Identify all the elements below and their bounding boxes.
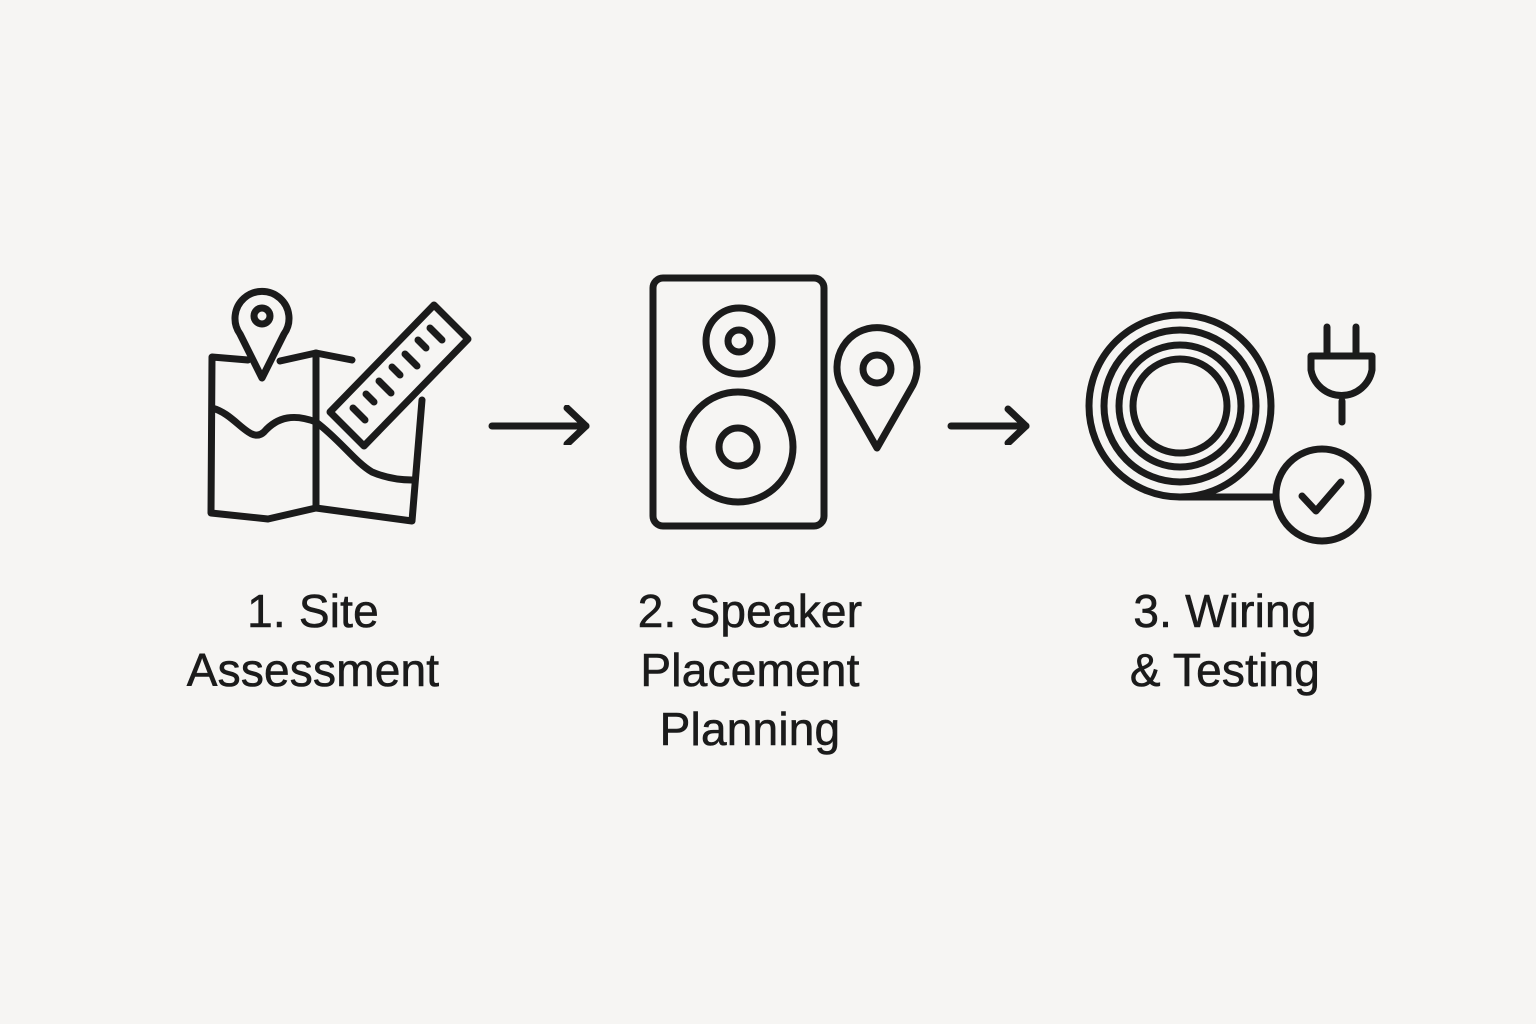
step-2-label-line: Placement (640, 644, 860, 697)
arrow-right-icon (485, 404, 595, 448)
step-3-label-line: & Testing (1129, 644, 1321, 697)
arrow-right-icon (945, 405, 1035, 447)
cable-plug-check-icon (1080, 311, 1380, 550)
step-3-label: 3. Wiring & Testing (1080, 582, 1370, 700)
step-1-label: 1. Site Assessment (150, 582, 476, 700)
step-2-label-line: 2. Speaker (637, 585, 863, 638)
speaker-pin-icon (645, 270, 925, 535)
step-1-label-line: Assessment (186, 644, 440, 697)
step-2-label-line: Planning (659, 703, 841, 756)
step-1-label-line: 1. Site (247, 585, 379, 638)
step-3-label-line: 3. Wiring (1133, 585, 1317, 638)
map-ruler-pin-icon (195, 280, 485, 530)
step-2-label: 2. Speaker Placement Planning (585, 582, 915, 759)
